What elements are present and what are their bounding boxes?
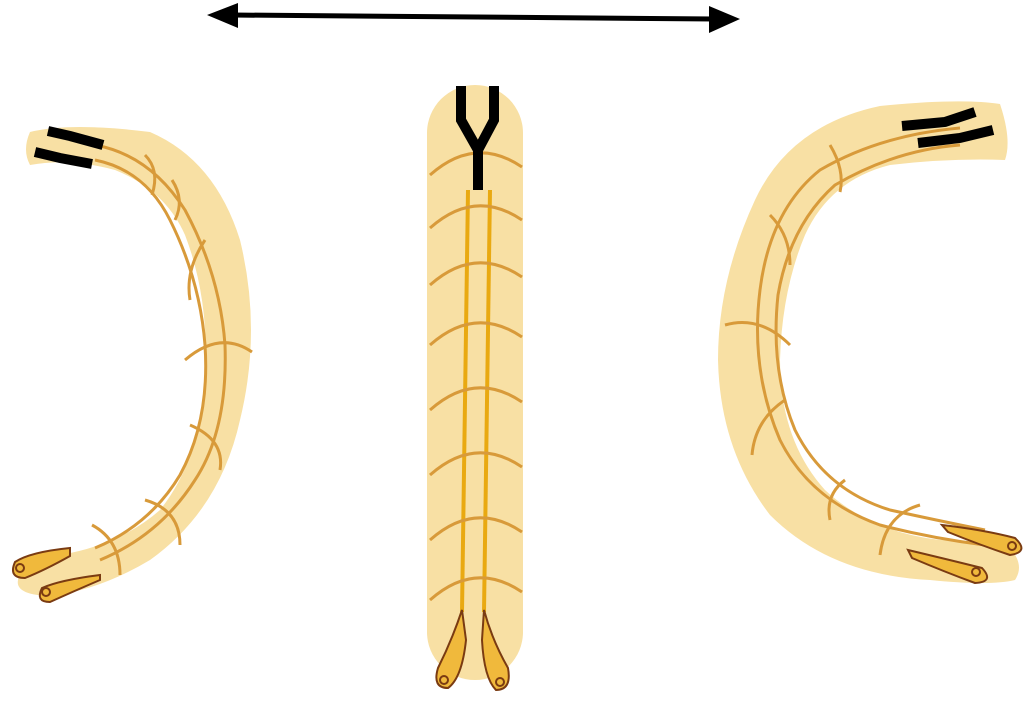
larva-left [13, 127, 252, 602]
double-headed-arrow-icon [207, 3, 740, 33]
larva-right-body [718, 101, 1019, 583]
larva-right [718, 101, 1021, 583]
larva-center [427, 85, 523, 690]
